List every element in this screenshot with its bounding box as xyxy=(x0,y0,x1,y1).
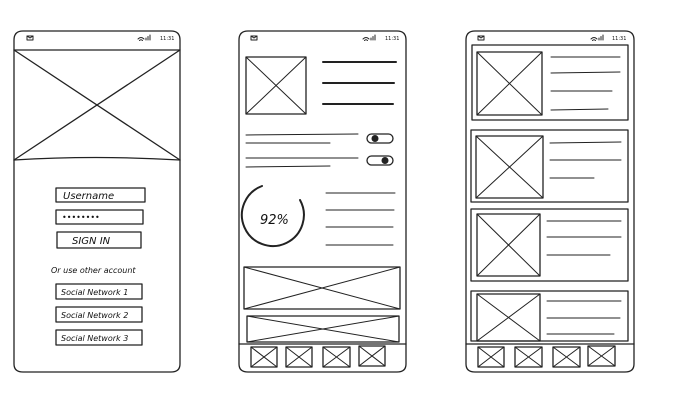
phone-login: 11:31 Username •••••••• SIGN IN Or use o… xyxy=(13,30,181,373)
mail-icon xyxy=(26,35,34,41)
phone-frame xyxy=(13,30,181,373)
password-field[interactable]: •••••••• xyxy=(55,209,144,225)
image-placeholder-icon xyxy=(476,213,541,277)
phone-frame xyxy=(465,30,635,373)
mail-icon xyxy=(477,35,485,41)
status-time: 11:31 xyxy=(612,36,626,42)
banner-placeholder-1 xyxy=(243,266,401,310)
signal-icon xyxy=(598,34,604,41)
alt-account-label: Or use other account xyxy=(51,266,136,275)
mail-icon-flap xyxy=(26,35,34,39)
image-placeholder-icon xyxy=(475,135,544,199)
signal-icon xyxy=(145,34,151,41)
banner-placeholder-2 xyxy=(246,315,400,343)
bottom-nav xyxy=(238,343,407,368)
sign-in-button[interactable]: SIGN IN xyxy=(56,231,142,249)
password-mask: •••••••• xyxy=(62,213,100,222)
username-label: Username xyxy=(63,191,114,202)
list-card[interactable] xyxy=(470,129,629,203)
wifi-icon xyxy=(137,37,145,41)
status-bar: 11:31 xyxy=(477,34,626,42)
progress-label: 92% xyxy=(260,213,289,228)
phone-dashboard: 11:31 xyxy=(238,30,407,373)
nav-tab-4[interactable] xyxy=(587,345,616,367)
heading-lines xyxy=(322,61,397,105)
nav-tab-2[interactable] xyxy=(285,346,313,368)
nav-tab-4[interactable] xyxy=(358,345,386,367)
list-card[interactable] xyxy=(470,290,629,342)
setting-row-2 xyxy=(245,155,394,168)
toggle-switch-2[interactable] xyxy=(366,155,394,166)
phone-frame xyxy=(238,30,407,373)
social-button-1-label: Social Network 1 xyxy=(61,288,128,297)
nav-tab-1[interactable] xyxy=(250,346,278,368)
status-time: 11:31 xyxy=(160,36,174,42)
nav-tab-1[interactable] xyxy=(477,346,505,368)
status-bar: 11:31 xyxy=(26,34,174,42)
progress-arc xyxy=(240,185,305,248)
nav-tab-2[interactable] xyxy=(514,346,543,368)
phone-list: 11:31 xyxy=(465,30,635,373)
toggle-switch-1[interactable] xyxy=(366,133,394,144)
mail-icon xyxy=(250,35,258,41)
social-button-3-label: Social Network 3 xyxy=(61,334,128,343)
status-bar: 11:31 xyxy=(250,34,399,42)
list-card[interactable] xyxy=(471,44,629,121)
nav-tab-3[interactable] xyxy=(552,346,581,368)
mail-icon-flap xyxy=(250,35,258,39)
social-button-3[interactable]: Social Network 3 xyxy=(55,329,143,346)
signal-icon xyxy=(370,34,376,41)
image-placeholder-icon xyxy=(476,293,541,342)
social-button-2[interactable]: Social Network 2 xyxy=(55,306,143,323)
list-card[interactable] xyxy=(470,208,629,282)
status-time: 11:31 xyxy=(385,36,399,42)
nav-tab-3[interactable] xyxy=(322,346,351,368)
setting-row-1 xyxy=(245,133,394,144)
image-placeholder-icon xyxy=(245,56,307,115)
bottom-nav xyxy=(465,343,635,368)
wifi-icon xyxy=(590,37,598,41)
progress-ring: 92% xyxy=(240,185,305,248)
wifi-icon xyxy=(362,37,370,41)
social-button-2-label: Social Network 2 xyxy=(61,311,128,320)
info-lines xyxy=(325,192,396,246)
hero-image-placeholder xyxy=(13,49,181,161)
username-field[interactable]: Username xyxy=(55,187,146,203)
sign-in-label: SIGN IN xyxy=(72,236,111,247)
image-placeholder-icon xyxy=(476,51,543,116)
mail-icon-flap xyxy=(477,35,485,39)
social-button-1[interactable]: Social Network 1 xyxy=(55,283,143,300)
